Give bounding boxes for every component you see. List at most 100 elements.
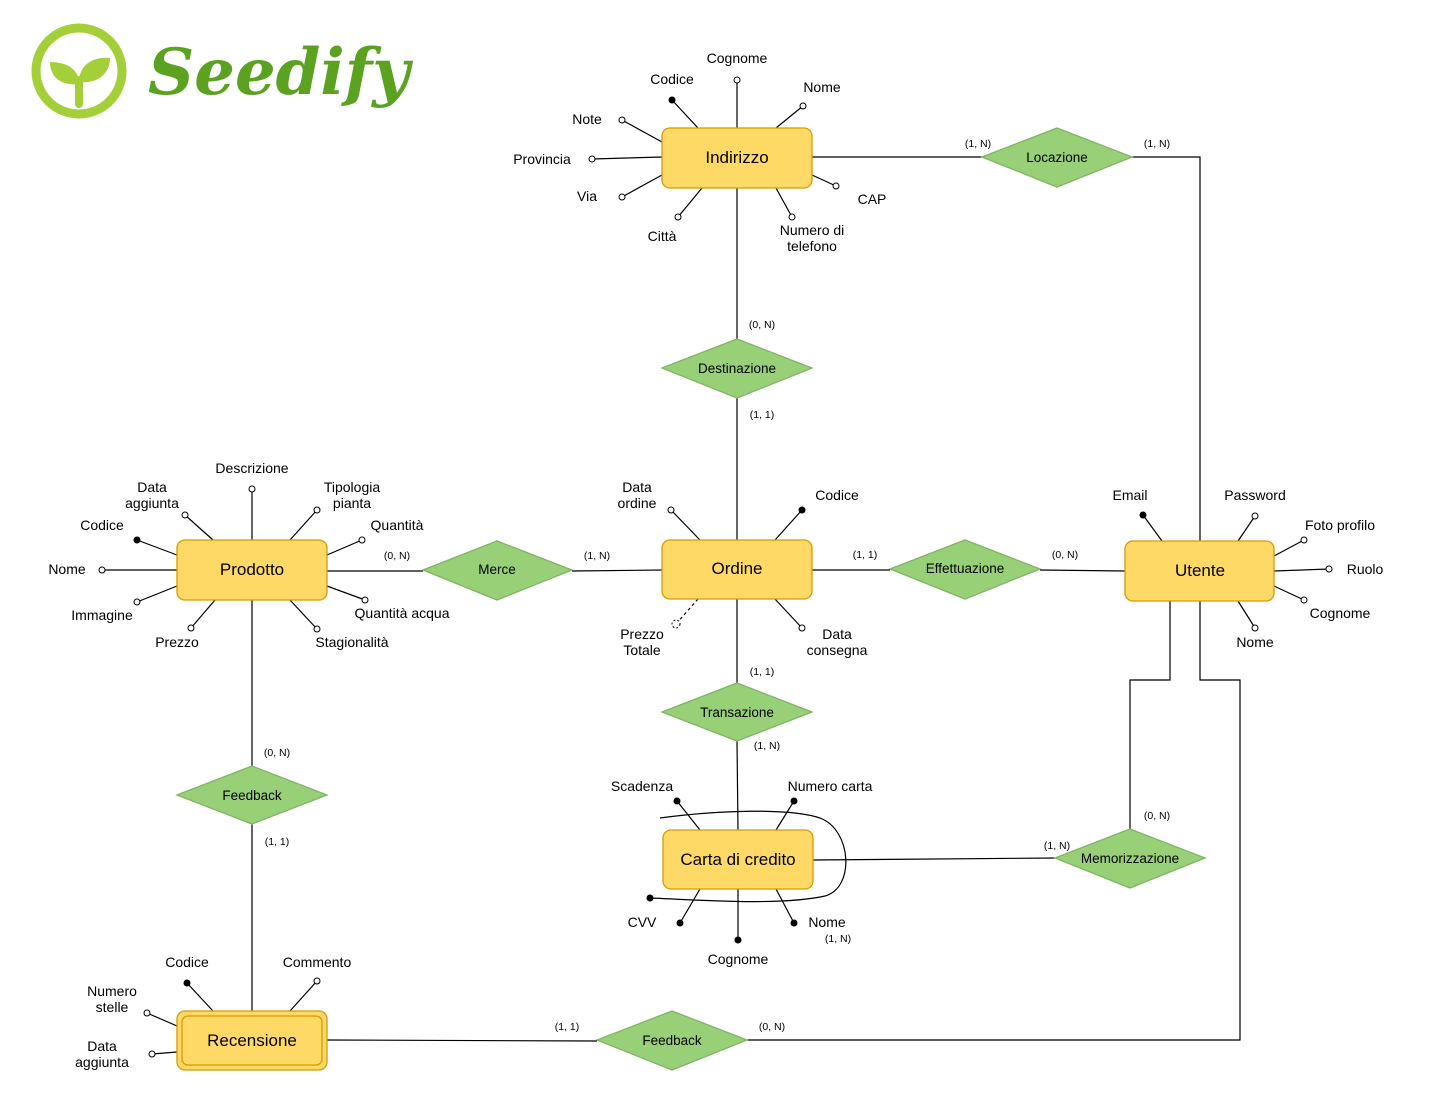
cardinality: (0, N) — [759, 1021, 785, 1033]
attribute-labels-prodotto: Descrizione Data aggiunta Tipologia pian… — [48, 460, 449, 650]
attr-dot-icon — [313, 506, 321, 514]
relationship-label: Destinazione — [698, 361, 776, 376]
line-merce-ordine — [571, 569, 663, 572]
entity-indirizzo[interactable]: Indirizzo — [661, 127, 813, 189]
key-dot-icon — [183, 979, 191, 987]
attr-data-aggiunta-line1: Data — [137, 479, 167, 495]
attr-dot-icon — [618, 193, 626, 201]
attr-quantita: Quantità — [371, 517, 424, 533]
relationship-locazione[interactable]: Locazione — [980, 127, 1134, 188]
attr-citta: Città — [648, 228, 677, 244]
cardinality: (0, N) — [264, 747, 290, 759]
seedify-logo: Seedify — [31, 23, 413, 119]
cardinality: (1, N) — [965, 138, 991, 150]
attr-cognome: Cognome — [707, 50, 768, 66]
cardinality: (1, N) — [584, 550, 610, 562]
attr-dot-icon — [674, 213, 682, 221]
attr-provincia: Provincia — [513, 151, 571, 167]
attr-dot-icon — [133, 598, 141, 606]
key-dot-icon — [1139, 511, 1147, 519]
line-locazione-utente — [1132, 156, 1201, 541]
key-dot-icon — [133, 536, 141, 544]
entity-carta-di-credito[interactable]: Carta di credito — [662, 829, 814, 890]
entity-label: Indirizzo — [705, 148, 768, 167]
relationship-merce[interactable]: Merce — [421, 540, 574, 601]
relationship-label: Transazione — [700, 705, 774, 720]
entity-utente[interactable]: Utente — [1124, 540, 1275, 602]
cardinality: (0, N) — [384, 550, 410, 562]
relationship-effettuazione[interactable]: Effettuazione — [888, 539, 1042, 600]
cardinality: (1, N) — [754, 740, 780, 752]
entity-recensione[interactable]: Recensione — [176, 1010, 328, 1071]
attr-dot-icon — [143, 1009, 151, 1017]
entity-prodotto[interactable]: Prodotto — [176, 539, 328, 601]
attr-data-aggiunta-line2: aggiunta — [75, 1054, 129, 1070]
attribute-labels-indirizzo: Cognome Codice Nome Note Provincia Via C… — [513, 50, 886, 254]
cardinality: (1, 1) — [750, 666, 775, 678]
attribute-stems — [98, 76, 1333, 1058]
composite-key-cardinality: (1, N) — [825, 933, 851, 945]
cardinality: (0, N) — [1052, 549, 1078, 561]
relationship-transazione[interactable]: Transazione — [660, 682, 814, 742]
attribute-labels-utente: Email Password Foto profilo Ruolo Cognom… — [1112, 487, 1383, 650]
relationship-feedback-prodotto[interactable]: Feedback — [175, 765, 329, 825]
attr-cvv: CVV — [628, 914, 657, 930]
relationship-label: Merce — [478, 562, 516, 577]
cardinality: (1, N) — [1044, 840, 1070, 852]
key-dot-icon — [734, 936, 742, 944]
attr-data-ordine-line2: ordine — [618, 495, 657, 511]
attr-prezzo-totale-line2: Totale — [623, 642, 661, 658]
attribute-labels-recensione: Codice Commento Numero stelle Data aggiu… — [75, 954, 351, 1070]
cardinality: (1, N) — [1144, 138, 1170, 150]
line-carta-memorizzazione — [812, 857, 1056, 861]
cardinality: (1, 1) — [555, 1021, 580, 1033]
attr-dot-icon — [1300, 536, 1308, 544]
attr-scadenza: Scadenza — [611, 778, 673, 794]
attr-dot-icon — [148, 1050, 156, 1058]
relationship-label: Effettuazione — [926, 561, 1005, 576]
line-memorizzazione-utente — [1129, 601, 1171, 829]
attr-dot-icon — [1251, 512, 1259, 520]
attr-codice: Codice — [650, 71, 694, 87]
attr-data-aggiunta-line2: aggiunta — [125, 495, 179, 511]
attr-email: Email — [1112, 487, 1147, 503]
attr-dot-icon — [733, 76, 741, 84]
relationship-memorizzazione[interactable]: Memorizzazione — [1053, 828, 1207, 889]
attr-numero-telefono-line2: telefono — [787, 238, 837, 254]
attr-data-consegna-line2: consegna — [807, 642, 868, 658]
attr-dot-icon — [799, 102, 807, 110]
relationship-label: Locazione — [1026, 150, 1088, 165]
attr-descrizione: Descrizione — [215, 460, 288, 476]
sprout-icon — [50, 57, 110, 108]
attr-note: Note — [572, 111, 602, 127]
attr-codice: Codice — [80, 517, 124, 533]
derived-attr-dot-icon — [671, 619, 681, 629]
attr-password: Password — [1224, 487, 1285, 503]
attr-data-consegna-line1: Data — [822, 626, 852, 642]
relationship-feedback-utente[interactable]: Feedback — [595, 1010, 749, 1071]
attr-nome: Nome — [48, 561, 86, 577]
attr-dot-icon — [618, 116, 626, 124]
attr-via: Via — [577, 188, 597, 204]
attr-immagine: Immagine — [71, 607, 133, 623]
attr-dot-icon — [187, 624, 195, 632]
attr-cap: CAP — [858, 191, 887, 207]
attr-dot-icon — [358, 536, 366, 544]
attr-commento: Commento — [283, 954, 352, 970]
attr-numero-stelle-line2: stelle — [96, 999, 129, 1015]
attr-nome: Nome — [1236, 634, 1274, 650]
relationship-label: Feedback — [222, 788, 282, 803]
attr-dot-icon — [98, 566, 106, 574]
entity-label: Prodotto — [220, 560, 284, 579]
attr-dot-icon — [788, 213, 796, 221]
composite-key-curve — [649, 810, 847, 903]
entity-ordine[interactable]: Ordine — [661, 539, 813, 600]
cardinality: (1, 1) — [265, 836, 290, 848]
attr-cognome: Cognome — [708, 951, 769, 967]
attr-numero-stelle-line1: Numero — [87, 983, 137, 999]
relationship-destinazione[interactable]: Destinazione — [660, 338, 814, 399]
attr-dot-icon — [313, 977, 321, 985]
attr-dot-icon — [313, 625, 321, 633]
line-recensione-feedback — [326, 1039, 598, 1042]
